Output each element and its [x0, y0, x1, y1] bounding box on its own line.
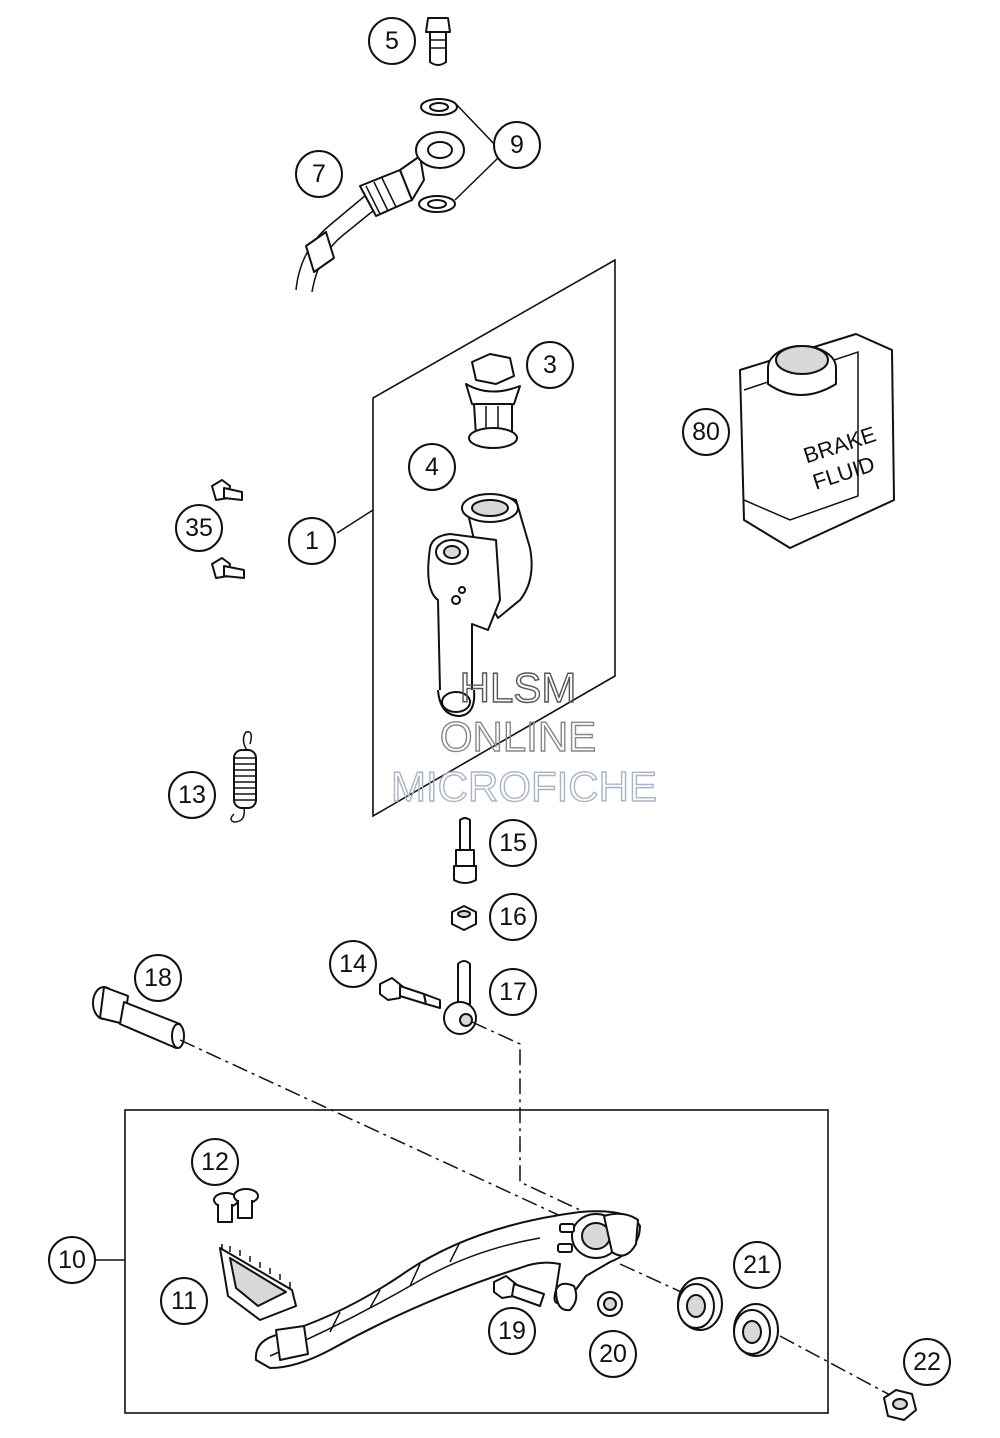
footpeg-tip-part[interactable]: [219, 1244, 297, 1321]
banjo-bolt-part[interactable]: [425, 17, 451, 66]
callout-80[interactable]: 80: [682, 408, 730, 456]
svg-text:16: 16: [499, 903, 527, 931]
push-rod-part[interactable]: [453, 817, 477, 884]
master-cylinder-assembly-frame: [372, 258, 616, 818]
brake-fluid-can-part[interactable]: BRAKE FLUID: [739, 333, 895, 549]
return-spring-part[interactable]: [230, 731, 257, 823]
assembly-guide-line: [619, 1263, 891, 1396]
svg-text:3: 3: [543, 351, 557, 379]
callout-15[interactable]: 15: [489, 819, 537, 867]
callout-1[interactable]: 1: [288, 517, 336, 565]
svg-text:18: 18: [144, 964, 172, 992]
svg-text:9: 9: [510, 131, 524, 159]
callout-11[interactable]: 11: [160, 1277, 208, 1325]
callout-10[interactable]: 10: [48, 1236, 96, 1284]
svg-text:19: 19: [498, 1317, 526, 1345]
watermark-line3: MICROFICHE: [391, 763, 657, 810]
svg-text:17: 17: [499, 978, 527, 1006]
callout-3[interactable]: 3: [526, 341, 574, 389]
svg-text:22: 22: [913, 1348, 941, 1376]
callout-12[interactable]: 12: [191, 1138, 239, 1186]
svg-text:15: 15: [499, 829, 527, 857]
brake-pedal-part[interactable]: [254, 1210, 641, 1369]
watermark-line2: ONLINE: [440, 713, 596, 760]
o-ring-part[interactable]: [468, 427, 518, 449]
svg-text:21: 21: [743, 1251, 771, 1279]
callout-13[interactable]: 13: [168, 771, 216, 819]
watermark-line1: HLSM: [460, 664, 577, 711]
callout-16[interactable]: 16: [489, 893, 537, 941]
callout-22[interactable]: 22: [903, 1338, 951, 1386]
callout-18[interactable]: 18: [134, 954, 182, 1002]
clevis-bolt-part[interactable]: [379, 977, 441, 1009]
stop-bolt-part[interactable]: [493, 1275, 545, 1307]
callout-5[interactable]: 5: [368, 17, 416, 65]
callout-17[interactable]: 17: [489, 968, 537, 1016]
callout-19[interactable]: 19: [488, 1307, 536, 1355]
flange-nut-part[interactable]: [883, 1389, 917, 1421]
assembly-guide-line: [179, 1039, 581, 1226]
callout-14[interactable]: 14: [329, 940, 377, 988]
svg-text:80: 80: [692, 418, 720, 446]
svg-text:4: 4: [425, 453, 439, 481]
callout-7[interactable]: 7: [295, 150, 343, 198]
bushing-part[interactable]: [597, 1291, 623, 1317]
svg-text:35: 35: [185, 514, 213, 542]
screw-part[interactable]: [211, 479, 245, 579]
brake-pedal-assembly-frame: [124, 1109, 829, 1414]
svg-text:1: 1: [305, 527, 319, 555]
svg-text:11: 11: [171, 1287, 197, 1315]
svg-text:5: 5: [385, 27, 399, 55]
bearing-part[interactable]: [677, 1277, 779, 1357]
leader-lines: [95, 103, 499, 1261]
callout-20[interactable]: 20: [589, 1330, 637, 1378]
callout-21[interactable]: 21: [733, 1241, 781, 1289]
nut-part[interactable]: [451, 905, 477, 931]
svg-text:14: 14: [339, 950, 367, 978]
assembly-guide-line: [471, 1021, 581, 1211]
callout-35[interactable]: 35: [175, 504, 223, 552]
svg-text:13: 13: [178, 781, 206, 809]
sealing-washer-part[interactable]: [418, 98, 458, 213]
footrest-screw-part[interactable]: [213, 1188, 259, 1223]
master-cylinder-part[interactable]: [427, 493, 533, 717]
callout-4[interactable]: 4: [408, 443, 456, 491]
svg-text:10: 10: [58, 1246, 86, 1274]
pivot-bolt-part[interactable]: [92, 986, 185, 1049]
svg-text:20: 20: [599, 1340, 627, 1368]
watermark: HLSM ONLINE MICROFICHE: [390, 663, 657, 810]
brake-line-part[interactable]: [295, 131, 465, 293]
callout-9[interactable]: 9: [493, 121, 541, 169]
svg-text:7: 7: [312, 160, 326, 188]
svg-text:12: 12: [201, 1148, 229, 1176]
clevis-part[interactable]: [443, 960, 477, 1035]
